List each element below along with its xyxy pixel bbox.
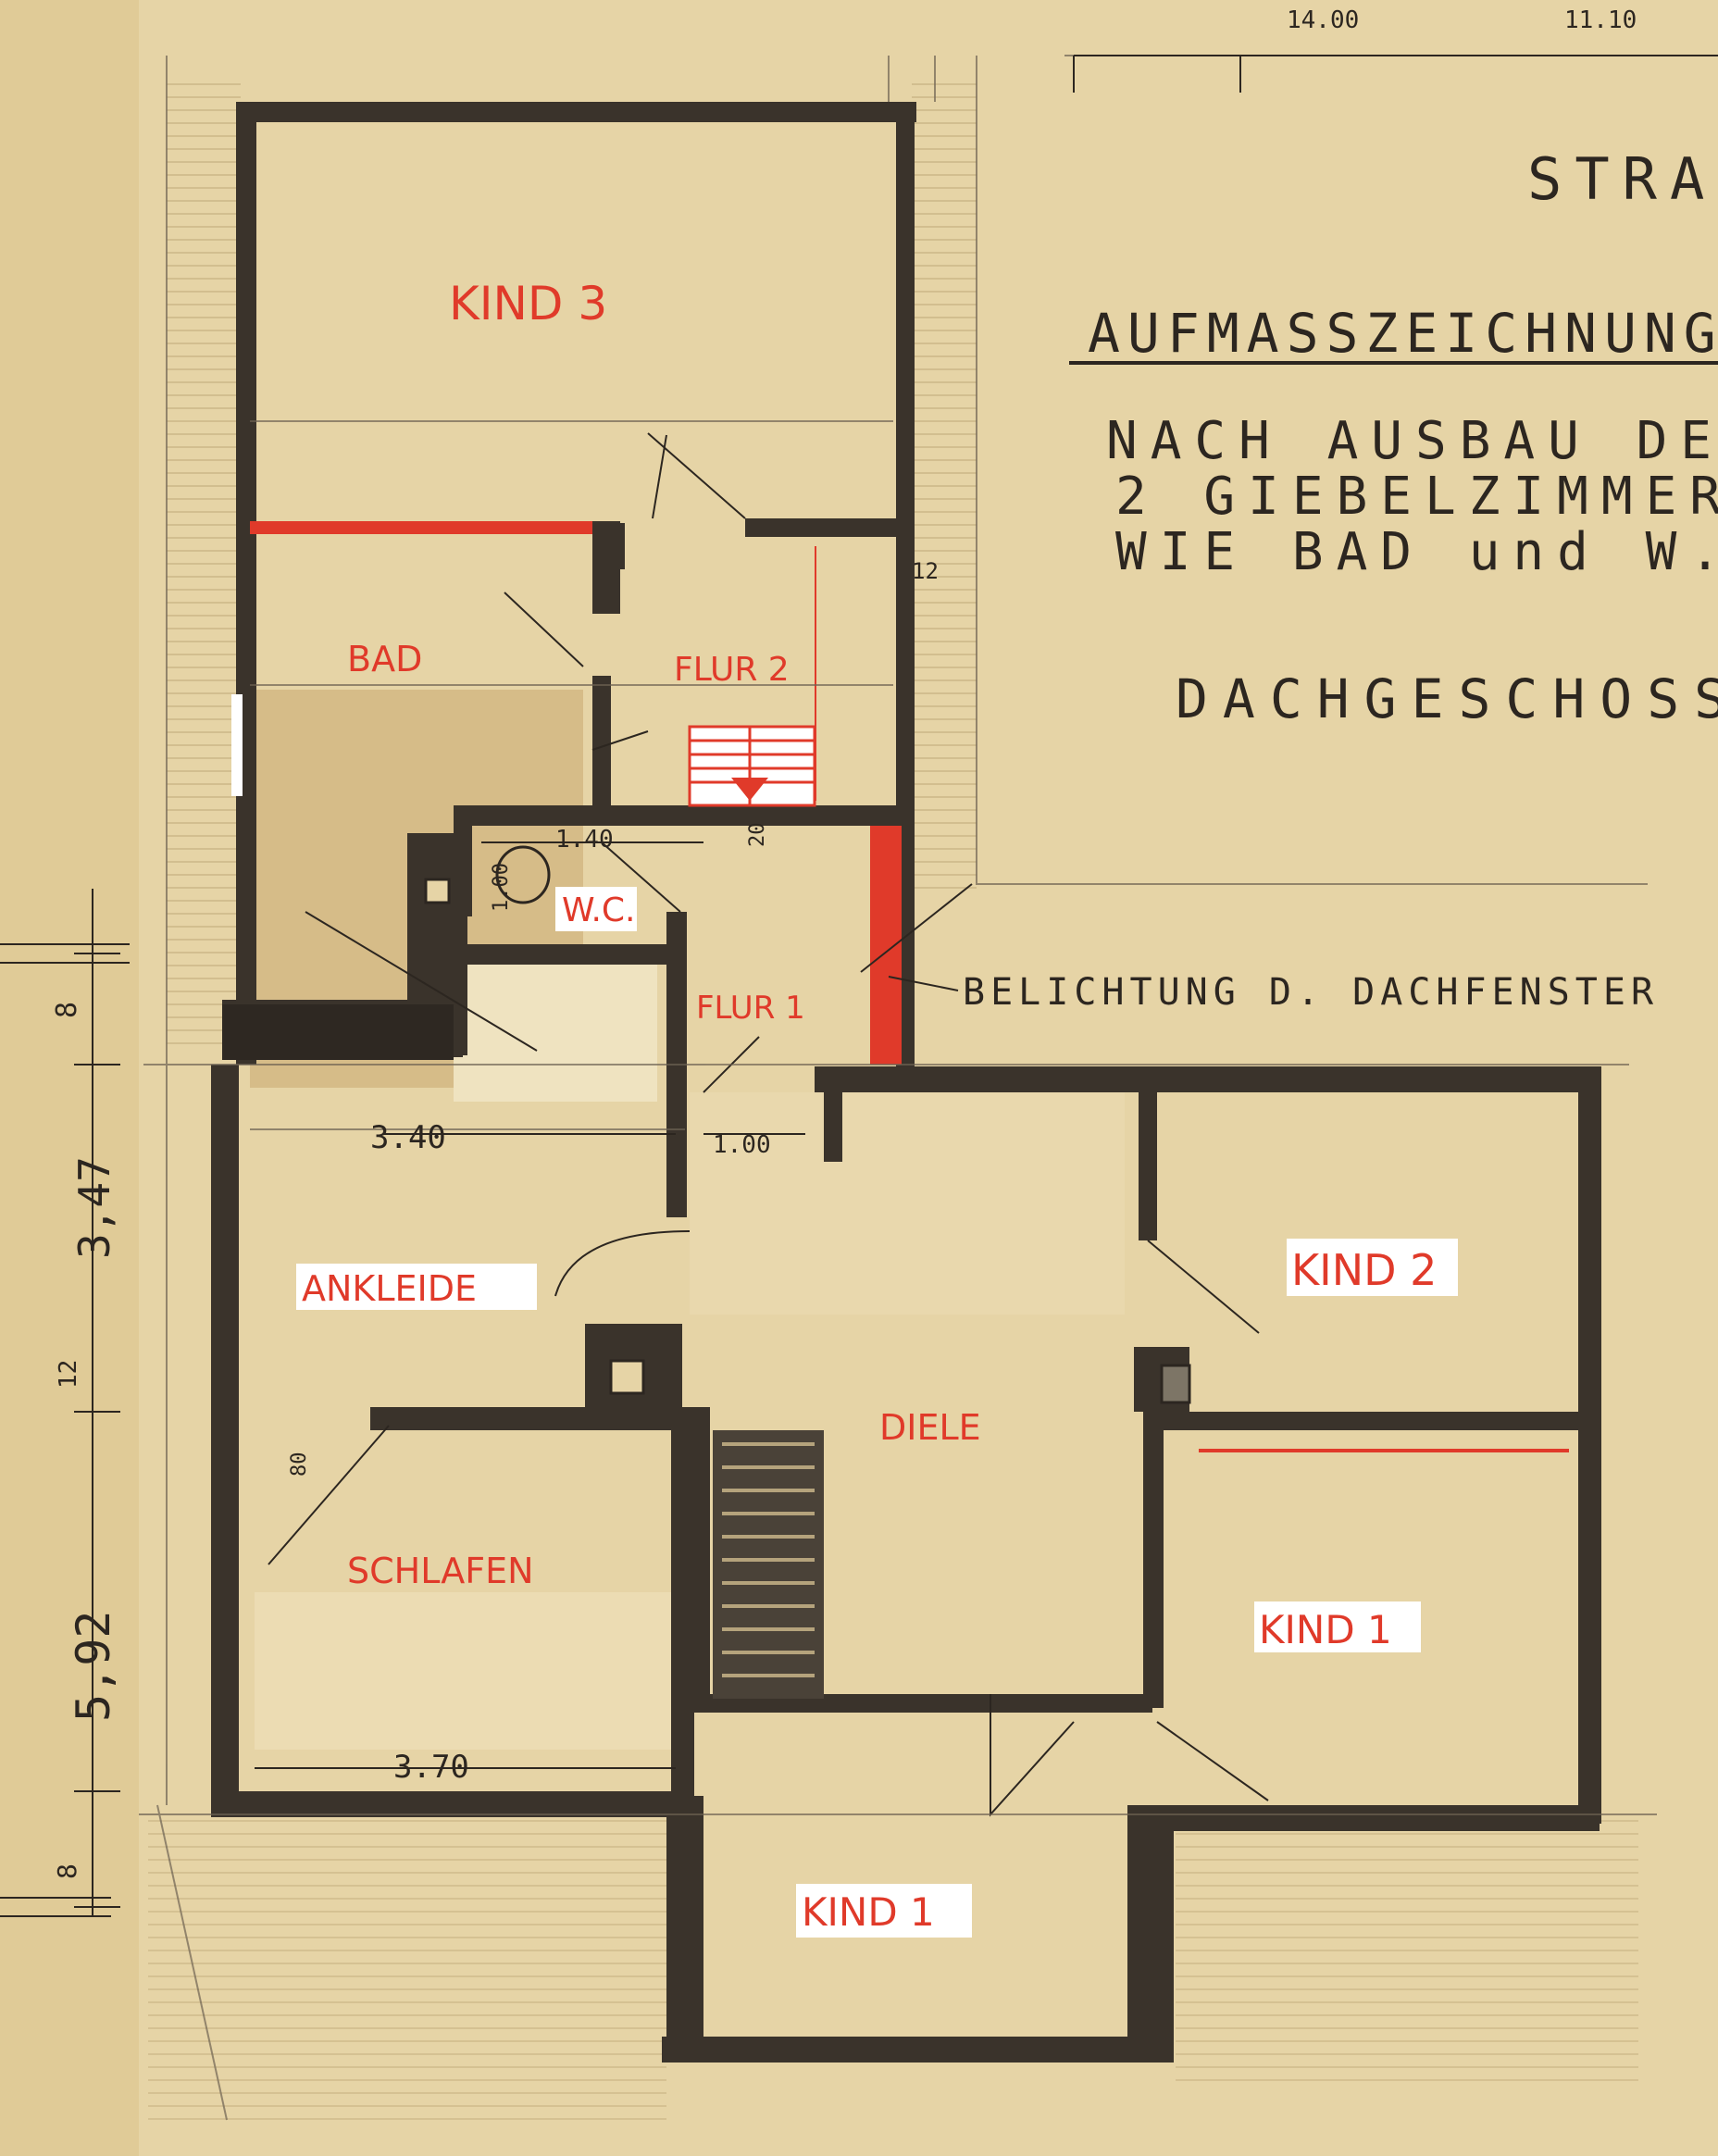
dim-side-3-47: 3,47 [69,1156,119,1259]
roof-hatch-right [912,74,977,889]
dim-wc-1-00: 1.00 [490,863,513,912]
title-line-1: NACH AUSBAU DER [1106,411,1718,471]
window-left [231,694,243,796]
chimney-block [222,1004,454,1060]
light-patch-schlafen [255,1592,680,1750]
room-label-flur1: FLUR 1 [696,990,805,1027]
room-label-kind1-right: KIND 1 [1259,1607,1392,1652]
label-bg-kind1-right [1254,1601,1421,1652]
dim-side-8-top: 8 [51,1002,83,1018]
drafting-lines [139,55,1718,2121]
room-label-wc: W.C. [562,891,636,929]
stair-flur2 [688,725,816,807]
dimension-chain-left [0,889,130,1917]
room-label-schlafen: SCHLAFEN [347,1551,534,1591]
room-label-diele: DIELE [879,1407,981,1448]
title-line-3: WIE BAD und W.C. [1115,522,1718,582]
dim-wall-12: 12 [912,558,939,584]
chimney-ankleide [609,1359,645,1395]
room-label-kind3: KIND 3 [449,277,607,330]
label-bg-ankleide [296,1264,537,1310]
dim-3-40: 3.40 [370,1119,446,1156]
roof-hatch-left [167,74,241,1055]
dim-side-12: 12 [55,1360,82,1389]
chimney-wc [424,878,451,904]
roof-hatch-lower [148,1814,666,2120]
dim-1-40: 1.40 [555,826,614,854]
annotation-leader [888,976,959,991]
dim-top-b: 11.10 [1564,6,1637,34]
label-bg-kind2 [1287,1239,1458,1296]
heading-underline [1069,361,1718,365]
dim-top-a: 14.00 [1287,6,1359,34]
dim-door-80: 80 [288,1452,311,1477]
title-line-2: 2 GIEBELZIMMER [1115,467,1718,527]
dim-stair-20: 20 [746,823,769,848]
light-patch-ankleide [454,963,657,1102]
label-bg-kind1-bottom [796,1884,972,1938]
red-line-kind2 [1199,1449,1569,1452]
street-text: STRAS [1527,145,1718,213]
dim-side-5-92: 5,92 [67,1611,120,1722]
room-label-ankleide: ANKLEIDE [302,1268,477,1309]
room-label-bad: BAD [347,639,422,679]
door-swings [268,432,1269,1817]
paper-stain-left [0,0,139,2156]
toilet-icon [495,845,551,904]
red-wall-kind3 [250,521,592,534]
red-line-flur2 [815,546,816,801]
skylight-annotation: BELICHTUNG D. DACHFENSTER [963,971,1659,1014]
dimension-lines-internal [255,55,1718,1769]
dim-3-70: 3.70 [393,1749,469,1786]
room-label-kind1-bottom: KIND 1 [802,1889,935,1935]
chimney-kind2 [1160,1364,1191,1404]
heading-text: AUFMASSZEICHNUNG [1088,302,1718,365]
light-patch-diele [690,1092,1125,1315]
room-label-flur2: FLUR 2 [674,651,790,689]
label-bg-wc [555,887,637,931]
room-label-kind2: KIND 2 [1291,1245,1437,1295]
floor-text: DACHGESCHOSS [1176,667,1718,730]
dim-side-8-bottom: 8 [52,1863,82,1879]
stair-diele [713,1430,824,1699]
roof-hatch-lower-right [1176,1814,1638,2092]
dim-1-00: 1.00 [713,1131,771,1159]
